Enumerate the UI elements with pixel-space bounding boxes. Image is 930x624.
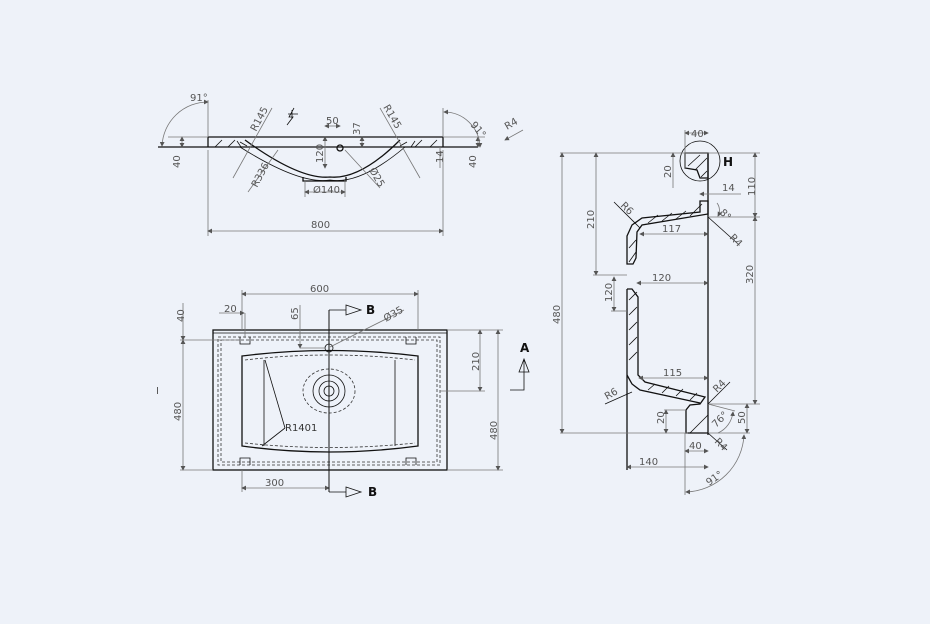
dim-800-label: 800 <box>311 220 330 231</box>
dim-117-label: 117 <box>662 224 681 235</box>
r6-top-label: R6 <box>618 200 635 217</box>
dim-50-label: 50 <box>326 116 339 127</box>
dim-120-h-label: 120 <box>652 273 671 284</box>
section-b-top-label: B <box>366 303 375 317</box>
dia-25-label: Ø25 <box>366 166 387 190</box>
front-view: 91° 91° R145 R145 R336 R4 50 37 120 40 4… <box>158 93 524 236</box>
dim-480-label: 480 <box>552 305 563 324</box>
dim-20-top-label: 20 <box>663 165 674 178</box>
dim-40-right-label: 40 <box>468 155 479 168</box>
dim-110-label: 110 <box>747 177 758 196</box>
detail-h-label: H <box>723 155 733 169</box>
r4-mid-label: R4 <box>711 378 728 395</box>
dim-14-label: 14 <box>722 183 735 194</box>
dim-210-label: 210 <box>471 352 482 371</box>
dia-140-label: Ø140 <box>313 184 340 196</box>
dim-14-label: 14 <box>435 150 446 163</box>
r145-right-label: R145 <box>380 103 403 131</box>
mark-i-label: I <box>156 386 159 397</box>
section-view: 40 H 20 14 110 210 R6 8° 117 R4 480 120 … <box>552 129 760 495</box>
dim-20-label: 20 <box>224 304 237 315</box>
r4-label: R4 <box>503 116 520 132</box>
dim-600-label: 600 <box>310 284 329 295</box>
dim-300-label: 300 <box>265 478 284 489</box>
dia-35-label: Ø35 <box>382 304 406 325</box>
dim-40-left-label: 40 <box>172 155 183 168</box>
dim-40-top-label: 40 <box>691 129 704 140</box>
r145-left-label: R145 <box>249 105 271 133</box>
dim-20-bottom-label: 20 <box>656 411 667 424</box>
r4-top-label: R4 <box>727 232 744 249</box>
dim-115-label: 115 <box>663 368 682 379</box>
r6-bottom-label: R6 <box>603 386 620 402</box>
dim-37-label: 37 <box>352 122 363 135</box>
dim-480-left-label: 480 <box>173 402 184 421</box>
dim-210-label: 210 <box>586 210 597 229</box>
dim-120-v-label: 120 <box>604 283 615 302</box>
view-a-label: A <box>520 341 530 355</box>
plan-view: 600 20 40 65 Ø35 B B 210 480 480 A R1401… <box>156 284 530 499</box>
r336-label: R336 <box>250 161 272 189</box>
dim-480-right-label: 480 <box>489 421 500 440</box>
angle-76-label: 76° <box>710 410 730 430</box>
angle-91-label: 91° <box>704 469 725 488</box>
dim-50-label: 50 <box>737 411 748 424</box>
dim-120-label: 120 <box>315 144 326 163</box>
angle-left-label: 91° <box>190 93 208 104</box>
dim-320-label: 320 <box>745 265 756 284</box>
dim-140-label: 140 <box>639 457 658 468</box>
dim-40-label: 40 <box>176 309 187 322</box>
dim-40-bottom-label: 40 <box>689 441 702 452</box>
section-b-bottom-label: B <box>368 485 377 499</box>
dim-65-label: 65 <box>290 307 301 320</box>
r1401-label: R1401 <box>285 423 317 434</box>
angle-right-label: 91° <box>468 120 488 141</box>
